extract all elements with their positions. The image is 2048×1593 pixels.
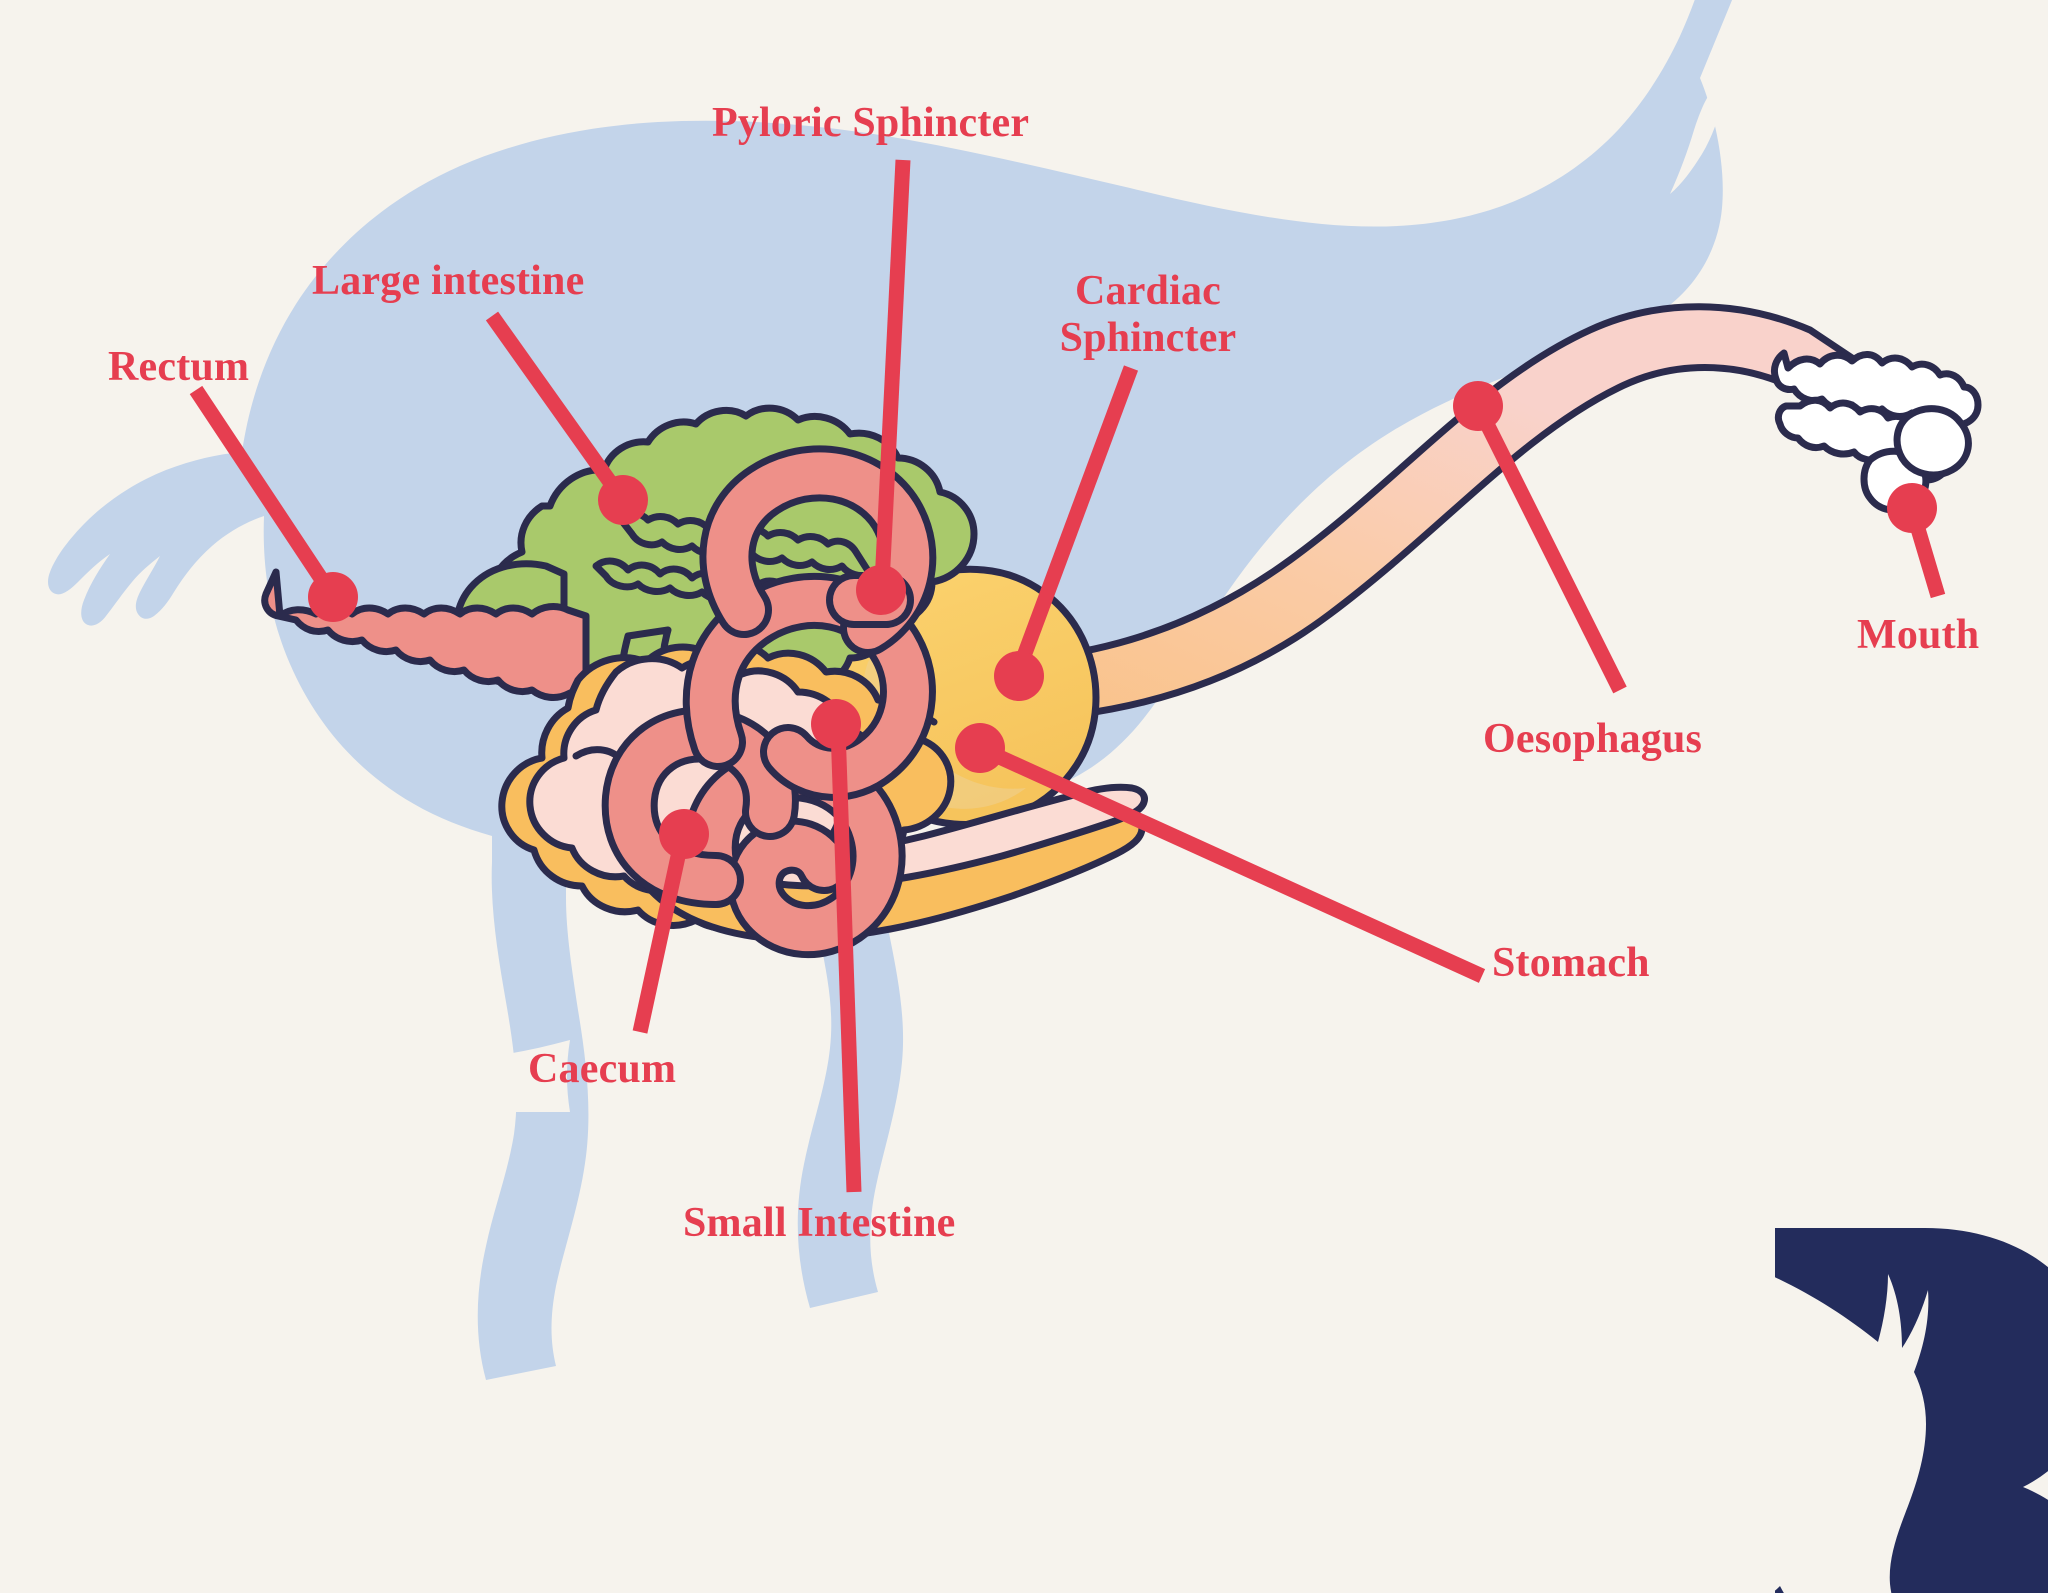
label-oesophagus: Oesophagus	[1483, 716, 1703, 762]
horse-head-icon	[1775, 1274, 1929, 1593]
dot-mouth	[1887, 483, 1937, 533]
dot-stomach	[955, 723, 1005, 773]
dot-pyloric-sphincter	[856, 565, 906, 615]
leader-lines	[189, 159, 1946, 1193]
leader-caecum	[632, 836, 690, 1034]
leader-small-intestine	[830, 727, 862, 1193]
leader-cardiac-sphincter	[1010, 365, 1139, 675]
dot-small-intestine	[811, 699, 861, 749]
dot-caecum	[659, 809, 709, 859]
label-small-intestine: Small Intestine	[683, 1200, 956, 1246]
leader-large-intestine	[485, 311, 627, 501]
label-large-intestine: Large intestine	[312, 258, 585, 304]
brand-logo[interactable]	[1700, 1228, 2048, 1593]
leader-pyloric-sphincter	[874, 159, 911, 585]
label-pyloric-sphincter: Pyloric Sphincter	[712, 100, 1030, 146]
label-rectum: Rectum	[108, 344, 250, 390]
label-caecum: Caecum	[528, 1046, 677, 1092]
mouth-teeth	[1770, 349, 1982, 514]
dot-large-intestine	[598, 475, 648, 525]
rectum-organ	[261, 568, 590, 701]
label-cardiac-sphincter: Cardiac Sphincter	[1059, 268, 1237, 362]
dot-oesophagus	[1453, 381, 1503, 431]
dot-cardiac-sphincter	[994, 651, 1044, 701]
leader-dots	[308, 381, 1937, 859]
label-stomach: Stomach	[1492, 940, 1650, 986]
leader-stomach	[980, 743, 1486, 983]
leader-oesophagus	[1473, 406, 1627, 694]
dot-rectum	[308, 572, 358, 622]
label-mouth: Mouth	[1857, 612, 1980, 658]
leader-rectum	[189, 385, 337, 597]
